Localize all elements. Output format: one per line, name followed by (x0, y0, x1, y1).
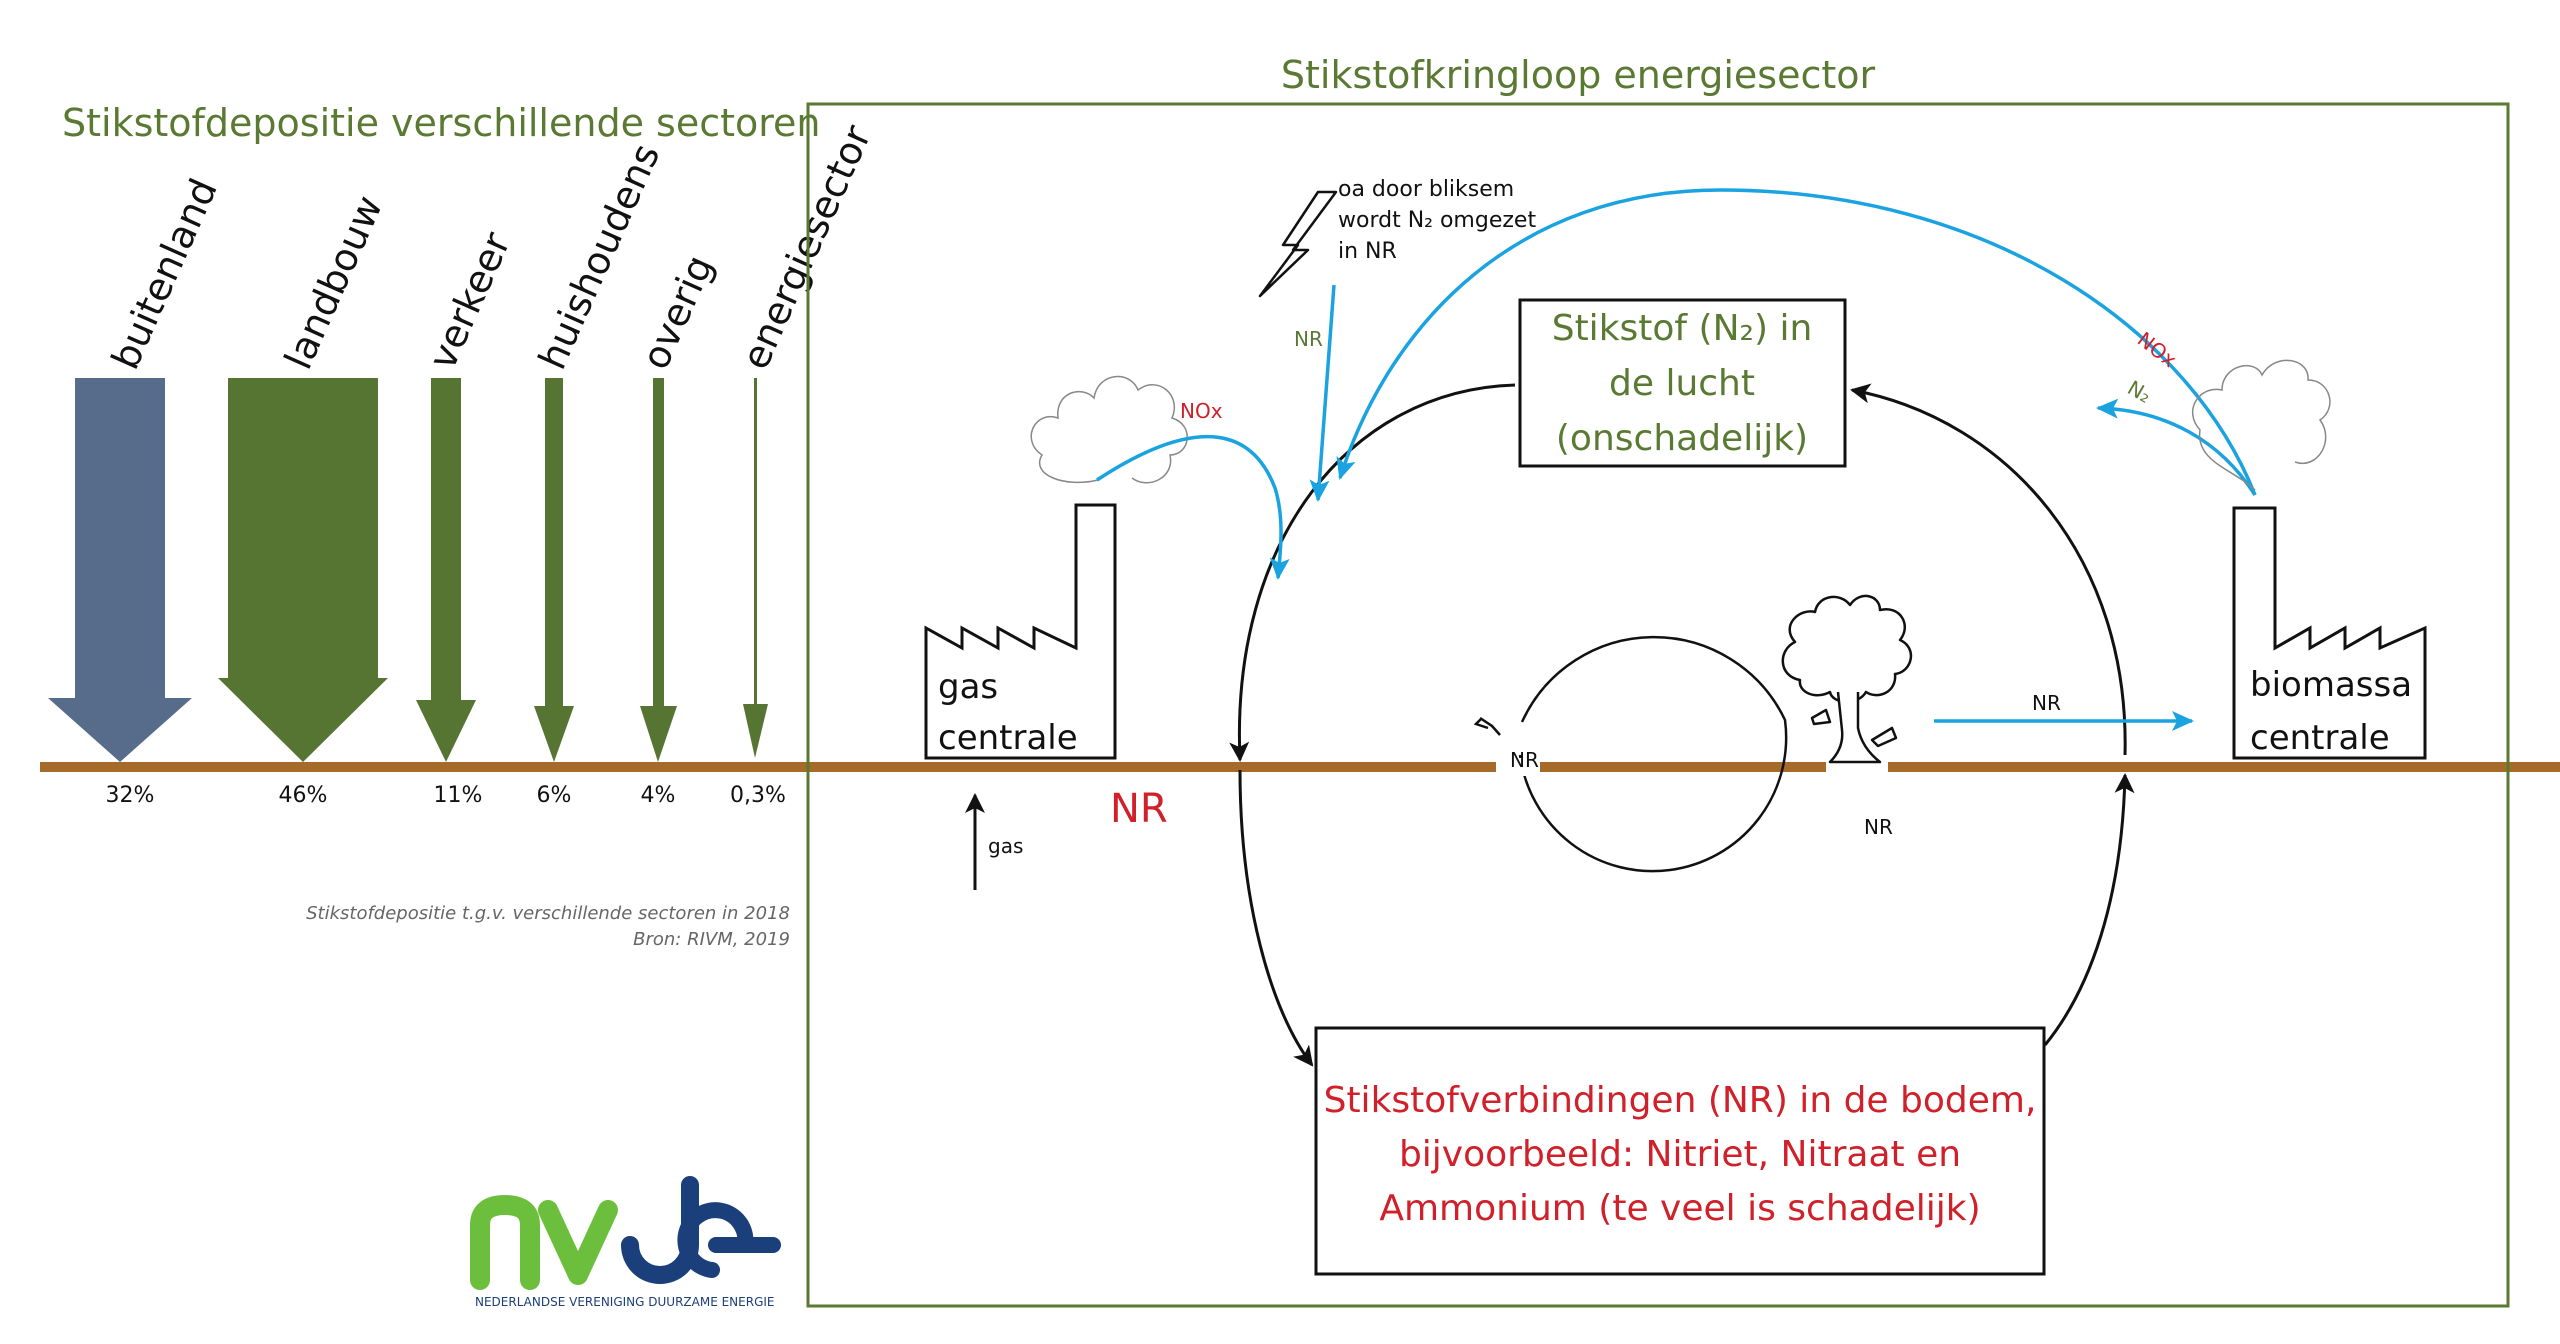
air-box: Stikstof (N₂) in de lucht (onschadelijk) (1518, 298, 1847, 468)
gas-plant-label-line1: gas (938, 667, 998, 707)
cycle-arc-left-to-soil (1238, 769, 1314, 1067)
pct-buitenland: 32% (106, 783, 155, 808)
nitrogen-cycle (1229, 383, 2135, 1067)
gas-nox-label: NOx (1180, 399, 1223, 423)
lightning-note: oa door bliksem wordt N₂ omgezet in NR (1338, 177, 1536, 264)
lightning-note-line2: wordt N₂ omgezet (1338, 208, 1536, 233)
biomass-nox-arc (1336, 188, 2257, 496)
pct-energiesector: 0,3% (730, 783, 786, 808)
lightning-nr-label: NR (1294, 327, 1323, 351)
tree-root-left (1810, 708, 1832, 726)
source-line-2: Bron: RIVM, 2019 (633, 929, 790, 950)
sector-labels: buitenland landbouw verkeer huishoudens … (103, 118, 880, 375)
inner-nr-left: NR (1510, 748, 1539, 772)
biomass-plant-building (2232, 506, 2427, 760)
soil-box: Stikstofverbindingen (NR) in de bodem, b… (1314, 1026, 2046, 1276)
biomass-plant-smoke (2192, 359, 2331, 491)
cycle-arc-right-to-air (1850, 383, 2127, 756)
gas-input-label: gas (988, 834, 1023, 858)
logo-e (677, 1202, 781, 1278)
tree-crown (1781, 594, 1913, 703)
tree-trunk (1828, 691, 1882, 764)
soil-box-line3: Ammonium (te veel is schadelijk) (1379, 1188, 1980, 1229)
source-line-1: Stikstofdepositie t.g.v. verschillende s… (306, 903, 790, 924)
sector-arrows (48, 378, 768, 762)
air-box-frame (1518, 298, 1847, 468)
nr-to-biomass-label: NR (2032, 691, 2061, 715)
logo-subtitle: NEDERLANDSE VERENIGING DUURZAME ENERGIE (475, 1295, 775, 1309)
lightning-note-line1: oa door bliksem (1338, 177, 1514, 202)
pct-overig: 4% (641, 783, 676, 808)
gas-plant: gas centrale (924, 503, 1117, 760)
soil-box-line2: bijvoorbeeld: Nitriet, Nitraat en (1399, 1134, 1961, 1175)
pct-huishoudens: 6% (537, 783, 572, 808)
logo-v (538, 1200, 618, 1285)
gas-plant-label-line2: centrale (938, 718, 1078, 758)
inner-nr-right: NR (1864, 815, 1893, 839)
soil-box-line1: Stikstofverbindingen (NR) in de bodem, (1324, 1080, 2037, 1121)
biomass-n2-arrow (2096, 398, 2257, 496)
pct-verkeer: 11% (434, 783, 483, 808)
biomass-plant-label-line1: biomassa (2250, 665, 2412, 705)
biomass-plant-label-line2: centrale (2250, 718, 2390, 758)
arrow-overig (640, 378, 677, 762)
tree-icon (1781, 594, 1913, 764)
arrow-buitenland (48, 378, 192, 762)
soil-box-frame (1314, 1026, 2046, 1276)
gas-nox-arrow (1096, 435, 1290, 580)
nvde-logo: NEDERLANDSE VERENIGING DUURZAME ENERGIE (470, 1176, 781, 1309)
ground-nr-label: NR (1110, 786, 1168, 832)
gas-plant-smoke (1030, 375, 1188, 484)
gas-plant-building (924, 503, 1117, 760)
sector-label-buitenland: buitenland (103, 172, 226, 376)
right-panel-frame (806, 102, 2510, 1308)
sector-label-overig: overig (633, 249, 722, 376)
lightning-nr-arrow (1309, 284, 1336, 502)
left-panel-title: Stikstofdepositie verschillende sectoren (62, 101, 821, 145)
ground-line (40, 762, 2560, 772)
sector-label-landbouw: landbouw (276, 189, 391, 376)
arrow-energiesector (743, 378, 768, 758)
cycle-arc-air-to-left (1229, 383, 1516, 762)
air-box-line3: (onschadelijk) (1556, 418, 1808, 459)
cycle-arc-soil-to-right (2043, 773, 2135, 1046)
lightning-icon (1258, 190, 1338, 298)
arrow-verkeer (416, 378, 476, 762)
biomass-plant: biomassa centrale (2232, 506, 2427, 760)
tree-root-right (1870, 726, 1898, 748)
air-box-line2: de lucht (1609, 363, 1755, 404)
biomass-n2-label: N₂ (2124, 376, 2156, 408)
right-panel-title: Stikstofkringloop energiesector (1281, 53, 1876, 97)
logo-n (470, 1194, 540, 1290)
pct-landbouw: 46% (279, 783, 328, 808)
sector-label-verkeer: verkeer (420, 225, 519, 375)
sector-percentages: 32% 46% 11% 6% 4% 0,3% (106, 783, 786, 808)
air-box-line1: Stikstof (N₂) in (1552, 308, 1813, 349)
arrow-huishoudens (534, 378, 574, 762)
lightning-note-line3: in NR (1338, 239, 1397, 264)
sector-label-energiesector: energiesector (733, 118, 880, 375)
arrow-landbouw (218, 378, 388, 762)
seedling-icon (1473, 716, 1501, 736)
inner-cycle-gap (1496, 758, 1540, 776)
inner-plant-cycle (1518, 635, 1788, 873)
